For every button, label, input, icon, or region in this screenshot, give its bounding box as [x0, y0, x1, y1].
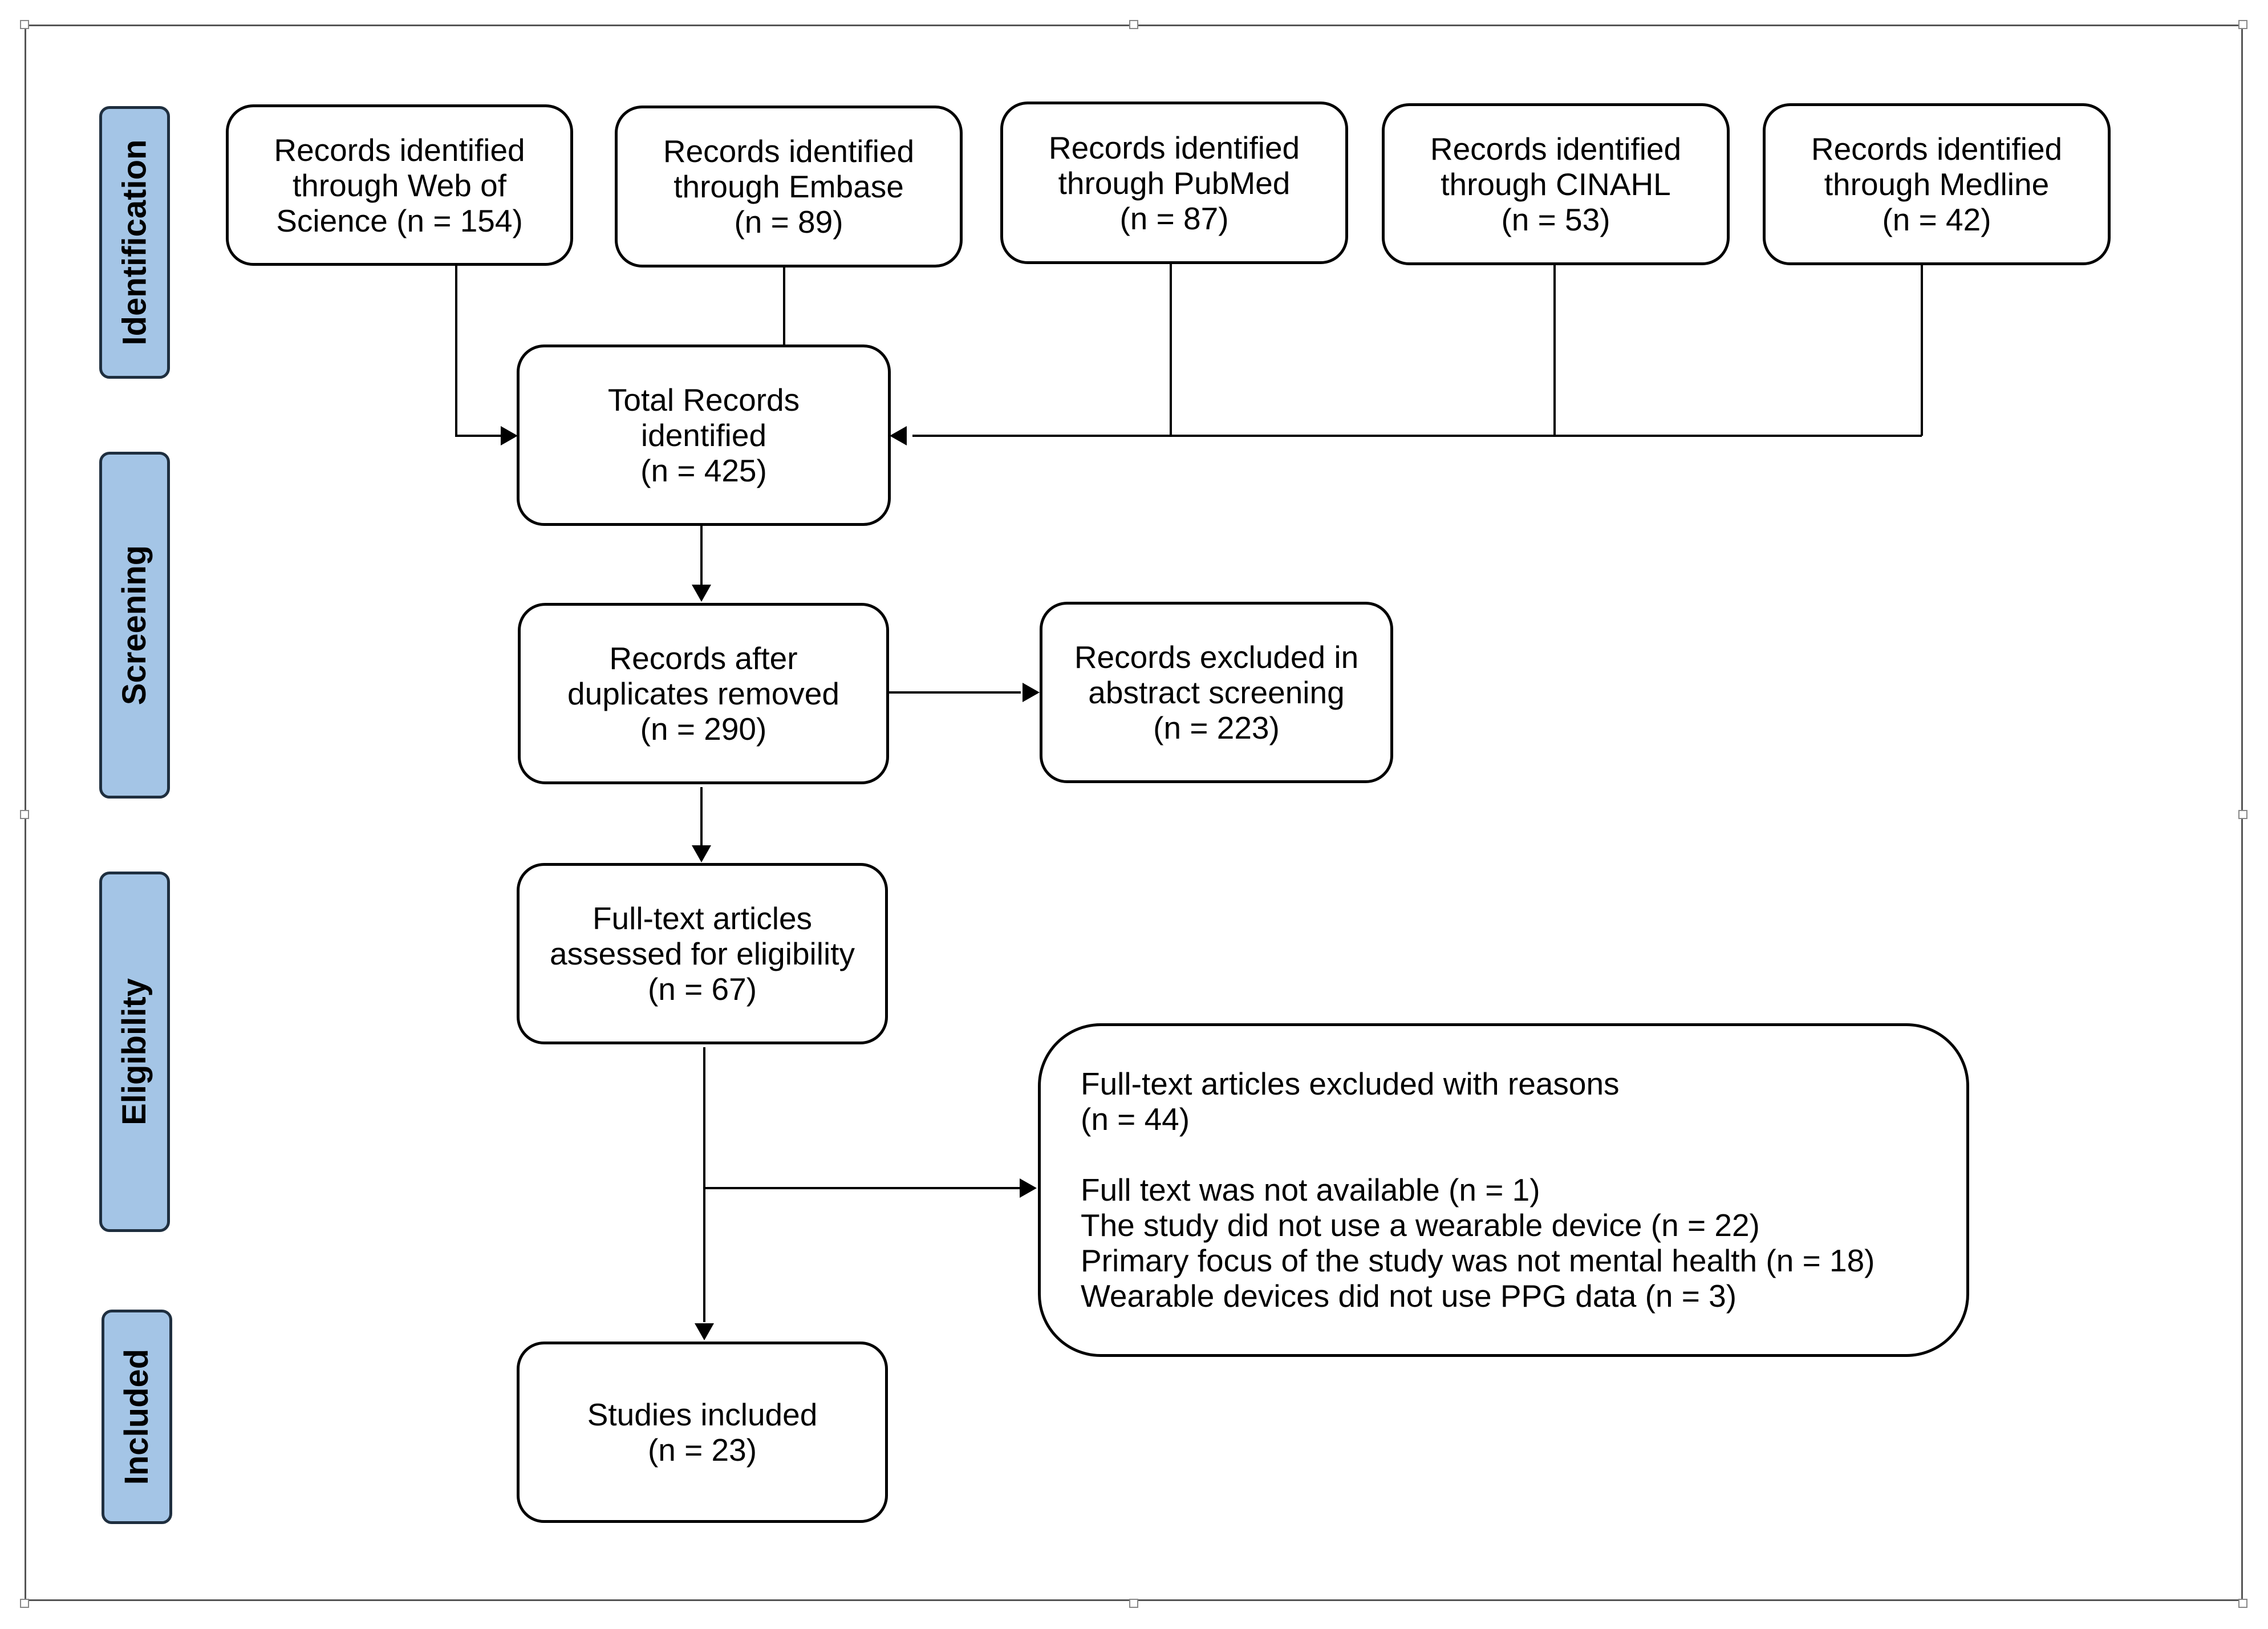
arrowhead-into-included — [695, 1323, 714, 1340]
box-line: Science (n = 154) — [276, 202, 523, 238]
stage-eligibility: Eligibility — [99, 872, 170, 1232]
full-text-excluded-box: Full-text articles excluded with reasons… — [1038, 1023, 1969, 1357]
box-line: duplicates removed — [567, 676, 839, 711]
box-line: Records excluded in — [1074, 639, 1359, 675]
exclusion-count: (n = 44) — [1081, 1101, 1190, 1137]
box-line: through CINAHL — [1441, 167, 1671, 202]
arrowhead-into-excluded-abstract — [1023, 683, 1040, 702]
box-line: Records identified — [663, 133, 915, 169]
box-line: (n = 67) — [647, 971, 757, 1007]
box-line: (n = 53) — [1501, 202, 1610, 237]
box-line: Records after — [609, 641, 798, 676]
box-line: assessed for eligibility — [550, 936, 855, 971]
stage-screening-label: Screening — [116, 545, 153, 706]
stage-included: Included — [102, 1310, 172, 1524]
box-line: (n = 290) — [640, 711, 767, 747]
source-box-web-of-science: Records identified through Web of Scienc… — [226, 104, 573, 266]
excluded-abstract-box: Records excluded in abstract screening (… — [1040, 602, 1393, 783]
resize-handle-bottom-center[interactable] — [1129, 1599, 1138, 1608]
full-text-assessed-box: Full-text articles assessed for eligibil… — [517, 863, 888, 1044]
resize-handle-top-center[interactable] — [1129, 20, 1138, 29]
resize-handle-top-left[interactable] — [20, 20, 29, 29]
box-line: (n = 425) — [640, 453, 767, 488]
box-line: abstract screening — [1088, 675, 1345, 710]
box-line: through Embase — [673, 169, 904, 204]
source-box-cinahl: Records identified through CINAHL (n = 5… — [1382, 103, 1730, 265]
stage-identification: Identification — [99, 106, 170, 379]
resize-handle-middle-right[interactable] — [2238, 810, 2247, 819]
box-line: (n = 223) — [1153, 710, 1280, 745]
exclusion-reason: The study did not use a wearable device … — [1081, 1207, 1760, 1243]
arrowhead-web-of-science — [501, 426, 518, 445]
source-box-medline: Records identified through Medline (n = … — [1763, 103, 2111, 265]
exclusion-reason: Full text was not available (n = 1) — [1081, 1172, 1540, 1207]
box-line: (n = 23) — [647, 1432, 757, 1468]
box-line: through Web of — [292, 167, 507, 203]
box-line: (n = 87) — [1119, 200, 1229, 236]
after-duplicates-box: Records after duplicates removed (n = 29… — [518, 603, 889, 784]
source-box-pubmed: Records identified through PubMed (n = 8… — [1000, 102, 1348, 264]
exclusion-heading: Full-text articles excluded with reasons — [1081, 1066, 1620, 1101]
exclusion-reason: Wearable devices did not use PPG data (n… — [1081, 1278, 1737, 1314]
box-line: through Medline — [1824, 167, 2050, 202]
box-line: Records identified — [1430, 131, 1682, 167]
box-line: Total Records — [607, 382, 800, 418]
resize-handle-top-right[interactable] — [2238, 20, 2247, 29]
total-records-box: Total Records identified (n = 425) — [517, 345, 891, 526]
arrowhead-into-fulltext — [692, 845, 711, 862]
connector-web-of-science — [455, 265, 502, 437]
exclusion-reason: Primary focus of the study was not menta… — [1081, 1243, 1875, 1278]
box-line: Records identified — [274, 132, 525, 168]
stage-screening: Screening — [99, 452, 170, 799]
stage-eligibility-label: Eligibility — [116, 978, 153, 1125]
resize-handle-bottom-left[interactable] — [20, 1599, 29, 1608]
studies-included-box: Studies included (n = 23) — [517, 1342, 888, 1523]
arrowhead-bus-into-total — [890, 426, 907, 445]
stage-included-label: Included — [118, 1348, 155, 1485]
stage-identification-label: Identification — [116, 139, 153, 346]
box-line: (n = 42) — [1882, 202, 1991, 237]
source-box-embase: Records identified through Embase (n = 8… — [615, 106, 963, 268]
box-line: Records identified — [1048, 129, 1300, 165]
box-line: Studies included — [587, 1397, 818, 1432]
box-line: (n = 89) — [734, 204, 843, 240]
box-line: Full-text articles — [592, 901, 813, 936]
box-line: identified — [640, 418, 767, 453]
arrowhead-into-exclusions — [1020, 1178, 1037, 1198]
arrowhead-into-duplicates — [692, 585, 711, 602]
resize-handle-middle-left[interactable] — [20, 810, 29, 819]
resize-handle-bottom-right[interactable] — [2238, 1599, 2247, 1608]
box-line: through PubMed — [1058, 165, 1291, 201]
box-line: Records identified — [1811, 131, 2063, 167]
